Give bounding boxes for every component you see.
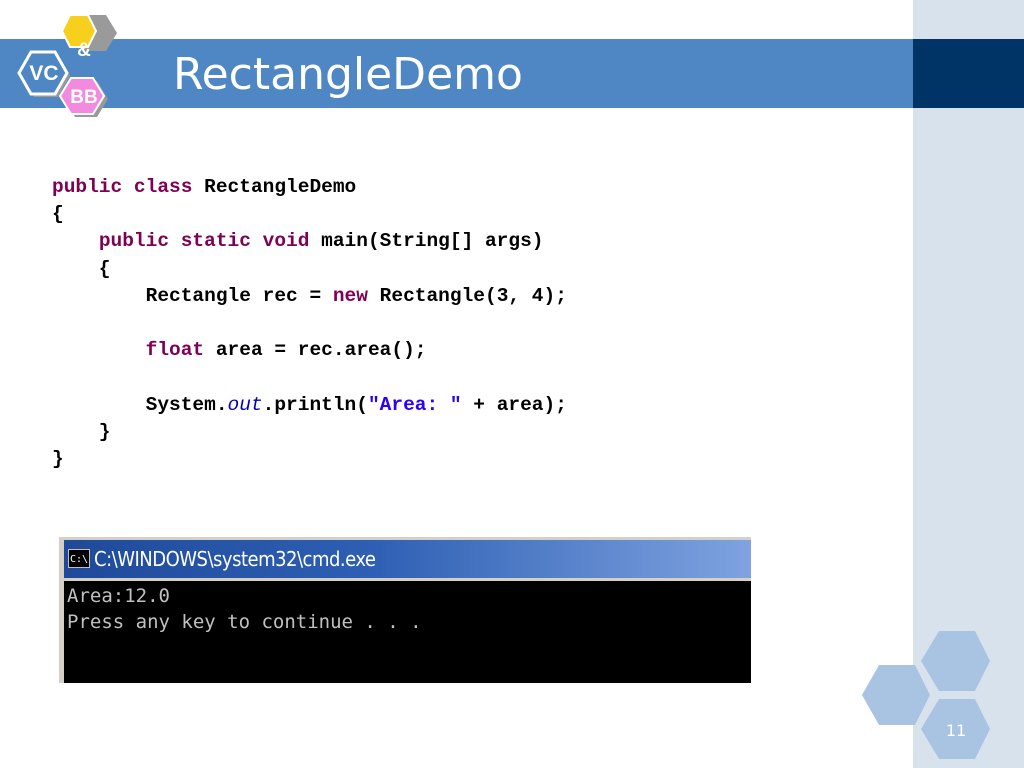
code-line: System.out.println("Area: " + area); — [52, 393, 567, 416]
logo-hexagon-top — [60, 14, 117, 51]
title-bar — [0, 39, 913, 108]
console-icon[interactable]: C:\ — [68, 549, 90, 568]
title-bar-accent — [913, 39, 1024, 108]
logo-bottom-text: BB — [70, 87, 97, 108]
code-line: public static void main(String[] args) — [98, 230, 544, 253]
console-output-line: Press any key to continue . . . — [67, 611, 422, 633]
code-line: { — [52, 203, 64, 226]
slide-title: RectangleDemo — [173, 49, 523, 100]
code-line: } — [52, 447, 64, 470]
code-line: } — [52, 420, 111, 443]
hexagon-shape — [921, 699, 990, 759]
logo: VC & BB — [17, 14, 117, 117]
decorative-hexagons — [862, 631, 990, 759]
code-line: Rectangle rec = new Rectangle(3, 4); — [52, 284, 567, 307]
hexagon-shape — [862, 665, 930, 725]
code-line: { — [52, 257, 111, 280]
logo-left-text: VC — [29, 62, 58, 85]
hexagon-shape — [921, 631, 990, 691]
code-line-blank — [52, 310, 567, 337]
logo-hexagon-left — [17, 50, 70, 97]
code-block: public class RectangleDemo { public stati… — [52, 174, 567, 473]
console-window: C:\ C:\WINDOWS\system32\cmd.exe Area:12.… — [59, 537, 751, 683]
code-line: public class RectangleDemo — [52, 176, 357, 198]
console-titlebar[interactable]: C:\ C:\WINDOWS\system32\cmd.exe — [64, 540, 751, 578]
console-output-line: Area:12.0 — [67, 585, 170, 607]
console-title: C:\WINDOWS\system32\cmd.exe — [94, 547, 376, 571]
code-line: float area = rec.area(); — [145, 339, 427, 362]
page-number: 11 — [945, 721, 967, 740]
logo-hexagon-bottom — [58, 77, 108, 117]
logo-top-text: & — [77, 40, 91, 61]
code-line-blank — [52, 364, 567, 391]
